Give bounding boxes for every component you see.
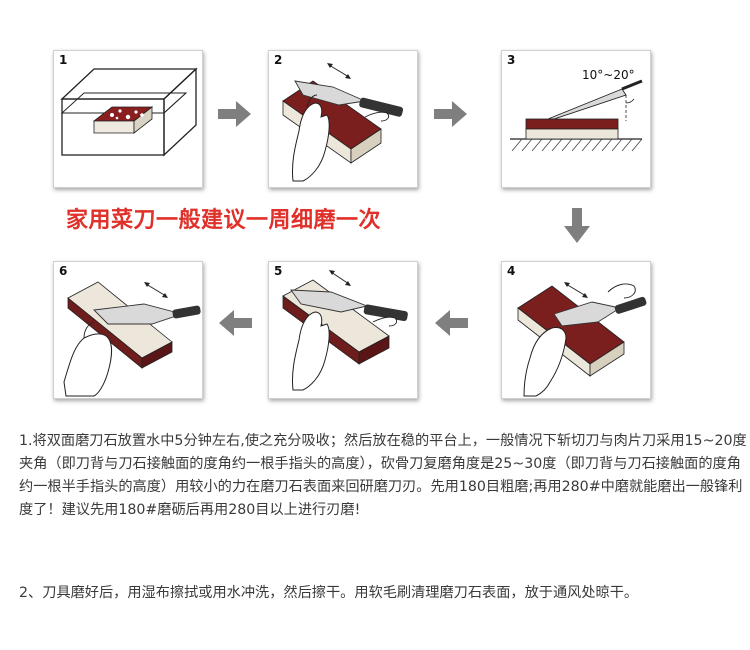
angle-label: 10°~20° xyxy=(582,68,635,82)
main-title: 家用菜刀一般建议一周细磨一次 xyxy=(66,202,446,234)
step-panel-2: 2 xyxy=(268,50,418,188)
sharpening-illustration xyxy=(269,51,417,187)
instruction-paragraph-1: 1.将双面磨刀石放置水中5分钟左右,使之充分吸收；然后放在稳的平台上，一般情况下… xyxy=(19,430,747,522)
arrow-left-icon xyxy=(218,309,252,337)
step-panel-1: 1 xyxy=(53,50,203,188)
arrow-right-icon xyxy=(218,100,252,128)
coarse-stone-sharpening-illustration xyxy=(502,262,650,398)
arrow-left-icon xyxy=(434,309,468,337)
step-panel-4: 4 xyxy=(501,261,651,399)
arrow-down-icon xyxy=(563,208,591,244)
soaking-illustration xyxy=(54,51,202,187)
step-panel-3: 3 10°~20° xyxy=(501,50,651,188)
instruction-paragraph-2: 2、刀具磨好后，用湿布擦拭或用水冲洗，然后擦干。用软毛刷清理磨刀石表面，放于通风… xyxy=(19,582,747,605)
arrow-right-icon xyxy=(434,100,468,128)
angle-illustration: 10°~20° xyxy=(502,51,650,187)
back-side-sharpening-illustration xyxy=(54,262,202,398)
step-panel-6: 6 xyxy=(53,261,203,399)
fine-stone-sharpening-illustration xyxy=(269,262,417,398)
step-panel-5: 5 xyxy=(268,261,418,399)
